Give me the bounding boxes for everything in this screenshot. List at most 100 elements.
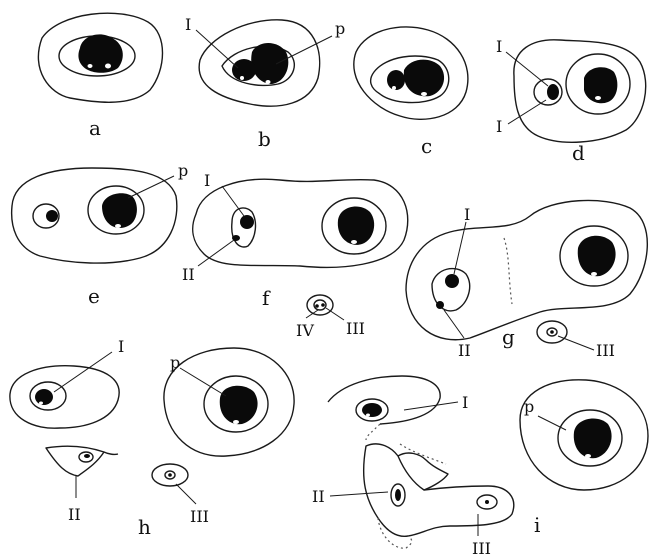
boundary-dotted — [504, 238, 512, 304]
leader-line-I — [508, 100, 546, 124]
nucleus-I — [445, 274, 459, 288]
annotation-II: II — [312, 487, 325, 506]
nucleolus — [233, 420, 239, 424]
nucleolus — [88, 64, 93, 68]
annotation-II: II — [458, 341, 471, 360]
annotation-p: p — [170, 353, 180, 372]
nucleolus — [266, 80, 271, 84]
leader-line-I — [404, 402, 458, 410]
nucleolus — [105, 64, 111, 69]
annotation-III: III — [190, 507, 209, 526]
annotation-p: p — [524, 397, 534, 416]
nucleus-II — [436, 301, 444, 309]
fragment-tail — [104, 452, 118, 454]
nucleus-I — [35, 389, 53, 405]
panel-label-b: b — [258, 127, 271, 151]
panel-label-e: e — [88, 284, 100, 308]
small-section-IV-III — [307, 295, 333, 315]
nucleolus — [351, 240, 357, 244]
panel-b: I p b — [185, 15, 345, 151]
nucleolus — [115, 224, 121, 228]
panel-f: I II IV III f — [182, 171, 408, 340]
leader-line-III — [558, 336, 594, 350]
nucleus-III — [550, 330, 554, 334]
annotation-II: II — [182, 265, 195, 284]
nucleus-I — [362, 403, 382, 417]
nucleus-III — [168, 473, 172, 477]
nucleus-p — [338, 206, 374, 244]
panel-i: I II III p i — [312, 376, 648, 558]
nucleus-III — [485, 500, 489, 504]
nucleolus — [591, 272, 597, 276]
nucleus-I — [547, 84, 559, 100]
nucleus-I — [387, 70, 405, 90]
nucleolus — [392, 86, 396, 90]
nucleolus — [585, 454, 591, 458]
annotation-I: I — [464, 205, 470, 224]
nucleolus — [39, 402, 43, 405]
panel-c: c — [354, 27, 468, 158]
nucleus-IV — [315, 304, 319, 308]
nucleolus — [421, 92, 427, 96]
leader-line-p — [538, 416, 566, 430]
nucleus-III — [321, 303, 325, 307]
panel-label-g: g — [502, 325, 515, 349]
panel-e: p e — [12, 161, 189, 308]
nucleus-I — [240, 215, 254, 229]
panel-label-c: c — [421, 134, 432, 158]
annotation-I: I — [118, 337, 124, 356]
nucleus-II — [84, 454, 90, 458]
annotation-IV: IV — [296, 321, 314, 340]
panel-label-h: h — [138, 515, 151, 539]
panel-label-a: a — [89, 116, 101, 140]
annotation-p: p — [178, 161, 188, 180]
annotation-p: p — [335, 19, 345, 38]
annotation-I: I — [462, 393, 468, 412]
annotation-III: III — [596, 341, 615, 360]
section-fragment-II — [46, 446, 104, 476]
leader-line-I — [196, 30, 238, 68]
panel-label-i: i — [534, 513, 540, 537]
annotation-I: I — [185, 15, 191, 34]
annotation-III: III — [346, 319, 365, 338]
nucleolus — [240, 76, 244, 80]
nucleus-I — [46, 210, 58, 222]
leader-line-I — [222, 186, 244, 216]
panel-g: I II III g — [406, 200, 647, 360]
section-outline — [193, 179, 408, 267]
leader-line-II — [330, 492, 388, 496]
boundary-dotted — [400, 444, 446, 464]
annotation-II: II — [68, 505, 81, 524]
panel-h: I p II III h — [10, 337, 294, 539]
nucleus-p — [578, 236, 616, 276]
nucleolus — [366, 414, 370, 417]
nucleolus — [595, 96, 601, 100]
annotation-I: I — [496, 37, 502, 56]
leader-line-III — [326, 308, 344, 320]
boundary-dotted — [366, 424, 380, 440]
nucleus-p — [404, 60, 444, 97]
leader-line-p — [180, 368, 226, 396]
nucleus-II — [395, 489, 401, 501]
nucleus-p — [78, 34, 122, 72]
nucleus-p — [102, 193, 137, 228]
annotation-I: I — [204, 171, 210, 190]
boundary-dotted — [378, 518, 412, 548]
panel-label-f: f — [262, 286, 271, 310]
panel-a: a — [38, 13, 162, 140]
section-outline-I — [10, 366, 119, 428]
annotation-III: III — [472, 539, 491, 558]
panel-d: I I d — [496, 37, 646, 165]
nucleus-p — [220, 386, 258, 424]
section-outline — [12, 168, 177, 263]
annotation-I: I — [496, 117, 502, 136]
panel-label-d: d — [572, 141, 585, 165]
section-outline — [406, 200, 647, 339]
leader-line-p — [128, 176, 174, 198]
section-outline-II-III — [364, 444, 514, 536]
leader-line-III — [176, 484, 196, 504]
nucleus-p — [251, 43, 288, 84]
nucleus-I — [232, 59, 256, 81]
leader-line-II — [444, 310, 464, 338]
nucleus-p — [574, 418, 612, 458]
